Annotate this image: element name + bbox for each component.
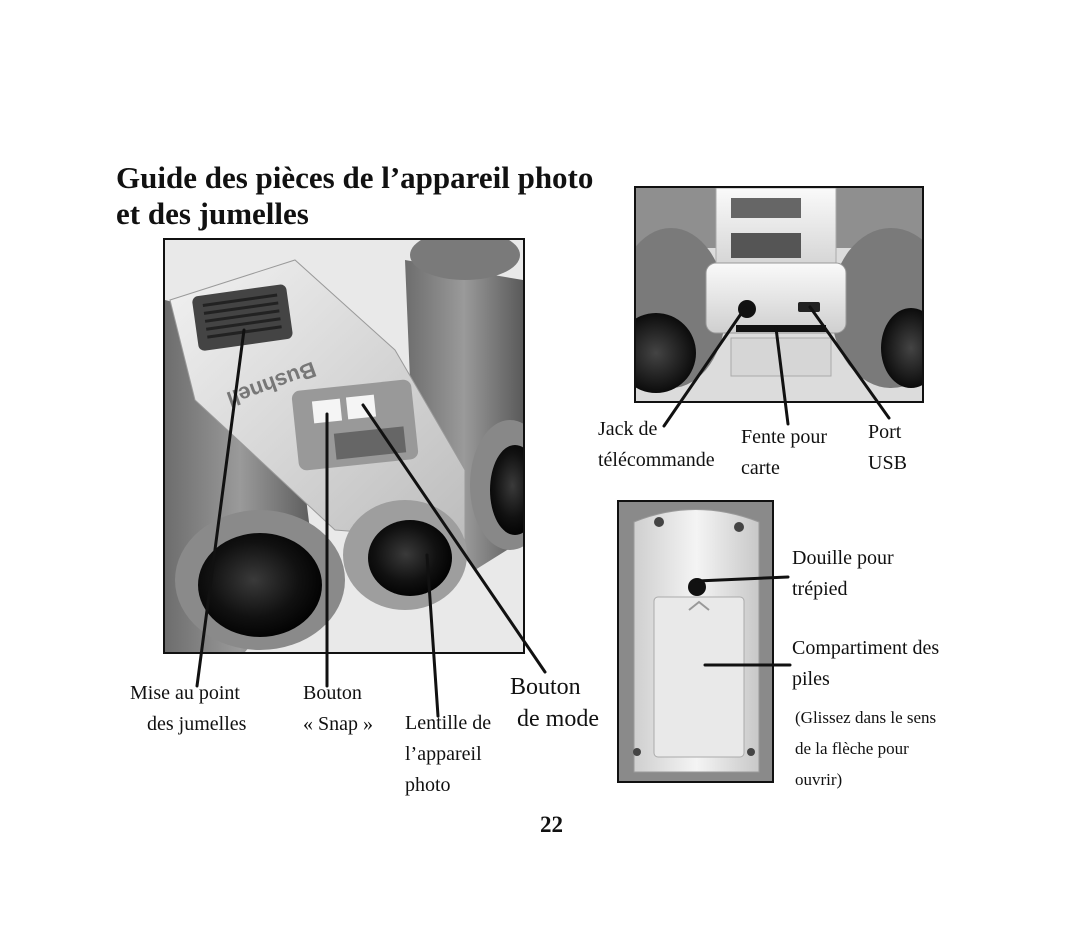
- page-number: 22: [540, 812, 563, 837]
- lens-label-line-1: Lentille de: [405, 712, 492, 734]
- tripod-label-line-1: Douille pour: [792, 547, 894, 569]
- usb-callout-line: [808, 305, 891, 420]
- lens-callout-line: [425, 553, 440, 718]
- jack-label-line-1: Jack de: [598, 418, 658, 440]
- card-slot-label: Fente pour carte: [741, 422, 827, 484]
- focus-label: Mise au point des jumelles: [130, 678, 246, 740]
- usb-label-line-2: USB: [868, 452, 907, 474]
- battery-note-line-1: (Glissez dans le sens: [795, 708, 937, 727]
- usb-port-label: Port USB: [868, 417, 907, 479]
- mode-label-line-1: Bouton: [510, 674, 581, 700]
- page-title-line-2: et des jumelles: [116, 196, 309, 231]
- battery-compartment-label: Compartiment des piles: [792, 633, 939, 695]
- tripod-label-line-2: trépied: [792, 578, 848, 600]
- remote-jack-label: Jack de télécommande: [598, 414, 715, 476]
- page-title: Guide des pièces de l’appareil photo et …: [116, 160, 593, 232]
- tripod-socket-label: Douille pour trépied: [792, 543, 894, 605]
- battery-note-line-3: ouvrir): [795, 770, 843, 789]
- jack-label-line-2: télécommande: [598, 449, 715, 471]
- binocular-bottom-connectors-photo: [634, 186, 924, 403]
- mode-callout-line: [361, 403, 547, 674]
- focus-callout-line: [195, 328, 246, 688]
- battery-note: (Glissez dans le sens de la flèche pour …: [795, 702, 936, 795]
- focus-label-line-2: des jumelles: [147, 713, 247, 735]
- snap-button-label: Bouton « Snap »: [303, 678, 373, 740]
- snap-label-line-2: « Snap »: [303, 713, 373, 735]
- snap-label-line-1: Bouton: [303, 682, 362, 704]
- mode-label-line-2: de mode: [517, 706, 599, 732]
- battery-label-line-2: piles: [792, 668, 830, 690]
- camera-lens-label: Lentille de l’appareil photo: [405, 708, 491, 801]
- card-callout-line: [774, 326, 790, 426]
- tripod-callout-line: [695, 575, 790, 583]
- binocular-back-battery-photo: [617, 500, 774, 783]
- lens-label-line-2: l’appareil: [405, 743, 482, 765]
- card-label-line-2: carte: [741, 457, 780, 479]
- mode-button-label: Bouton de mode: [510, 671, 599, 735]
- battery-note-line-2: de la flèche pour: [795, 739, 909, 758]
- lens-label-line-3: photo: [405, 774, 451, 796]
- focus-label-line-1: Mise au point: [130, 682, 240, 704]
- card-label-line-1: Fente pour: [741, 426, 828, 448]
- jack-callout-line: [662, 306, 747, 428]
- page-title-line-1: Guide des pièces de l’appareil photo: [116, 160, 594, 195]
- binocular-top-photo: Bushnell: [163, 238, 525, 654]
- battery-label-line-1: Compartiment des: [792, 637, 940, 659]
- usb-label-line-1: Port: [868, 421, 902, 443]
